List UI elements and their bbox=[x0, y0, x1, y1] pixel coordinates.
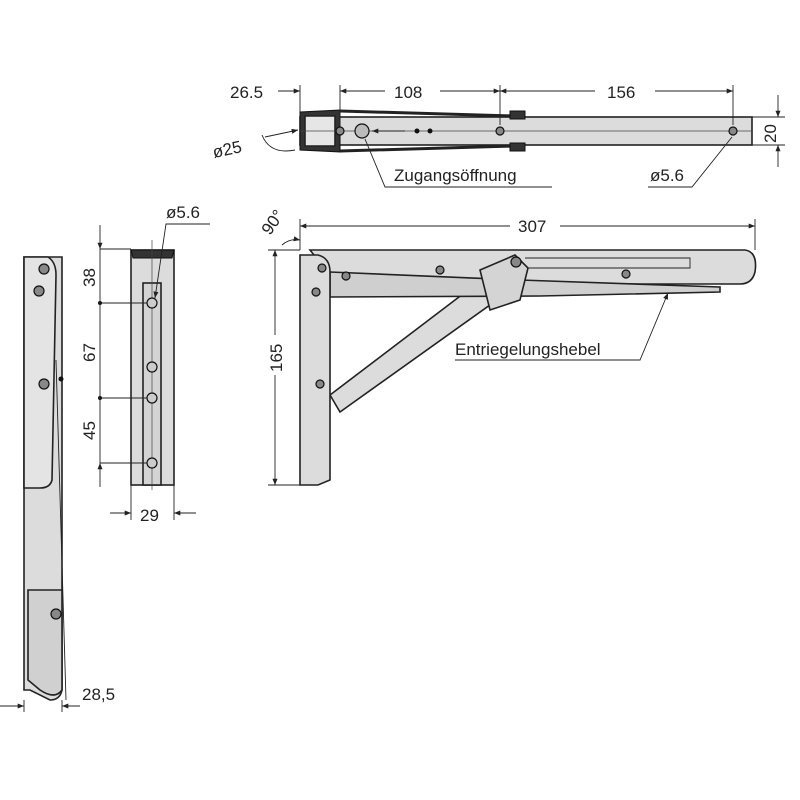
edge-hole-dia-label: ø5.6 bbox=[166, 203, 200, 222]
dim-307: 307 bbox=[518, 217, 546, 236]
top-view: 26.5 108 156 20 ø25 Zugangsöffnung ø5.6 bbox=[211, 83, 785, 188]
release-lever-label: Entriegelungshebel bbox=[455, 340, 601, 359]
folded-side-view: 28,5 bbox=[0, 256, 115, 712]
dim-20: 20 bbox=[761, 124, 780, 143]
angle-90: 90° bbox=[258, 206, 288, 238]
dim-108: 108 bbox=[394, 83, 422, 102]
front-view: 307 165 90° Entriegelungshebel bbox=[258, 206, 757, 486]
dim-67: 67 bbox=[80, 343, 99, 362]
access-opening bbox=[354, 123, 370, 139]
edge-view: 38 67 45 ø5.6 29 bbox=[80, 203, 210, 525]
dim-dia-25: ø25 bbox=[211, 137, 244, 162]
dim-38: 38 bbox=[80, 268, 99, 287]
dim-28-5: 28,5 bbox=[82, 685, 115, 704]
hole-dia-label: ø5.6 bbox=[650, 166, 684, 185]
access-opening-label: Zugangsöffnung bbox=[394, 166, 517, 185]
mounting-hole bbox=[335, 126, 345, 136]
dim-45: 45 bbox=[80, 421, 99, 440]
dim-165: 165 bbox=[267, 344, 286, 372]
mounting-hole bbox=[495, 126, 505, 136]
dim-26-5: 26.5 bbox=[230, 83, 263, 102]
dim-156: 156 bbox=[607, 83, 635, 102]
vertical-arm bbox=[299, 254, 331, 486]
mounting-hole bbox=[728, 126, 738, 136]
dim-29: 29 bbox=[140, 506, 159, 525]
